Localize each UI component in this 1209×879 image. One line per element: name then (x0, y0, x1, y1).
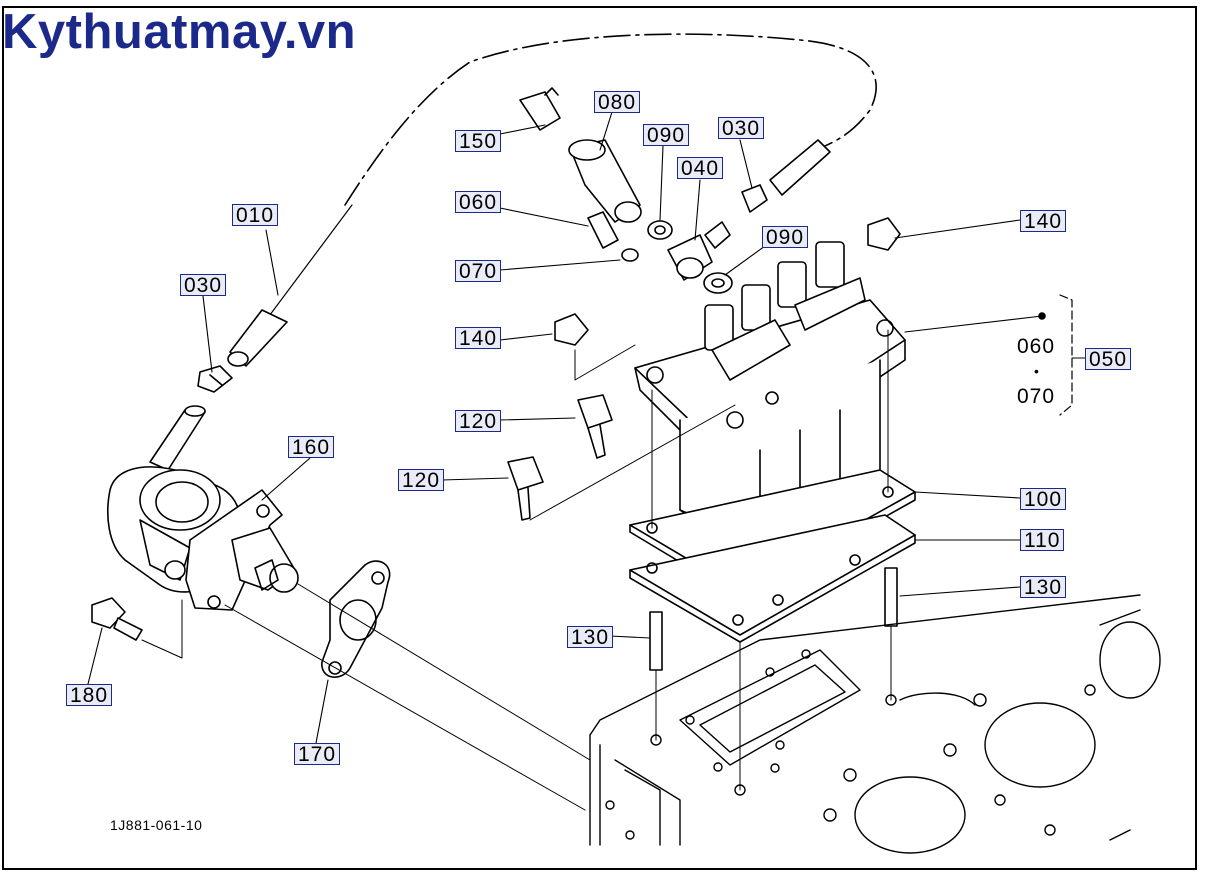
callout-040: 040 (677, 157, 724, 180)
hose-end (769, 139, 831, 196)
callout-170: 170 (294, 743, 341, 766)
washer-090-lower (703, 272, 733, 294)
hose-010 (227, 204, 353, 367)
kit-note-top: 060 (1017, 335, 1056, 358)
callout-030-left: 030 (180, 274, 227, 297)
clamp-030-right (741, 184, 768, 213)
callout-090-upper: 090 (643, 124, 690, 147)
bolt-120-lower (507, 404, 736, 521)
drawing-frame (2, 6, 1197, 870)
callout-080: 080 (594, 91, 641, 114)
callout-090-lower: 090 (762, 226, 809, 249)
washer-090-upper (647, 220, 673, 240)
hose-path-dashed (344, 33, 877, 206)
kit-note-bottom: 070 (1017, 385, 1056, 408)
callout-110: 110 (1020, 529, 1065, 552)
stud-130-right (884, 567, 898, 627)
callout-010: 010 (232, 204, 279, 227)
callout-070: 070 (455, 260, 502, 283)
brand-watermark: Kythuatmay.vn (2, 5, 357, 59)
banjo-bolt-150 (519, 87, 561, 131)
bolt-060 (587, 211, 619, 249)
callout-030-right: 030 (718, 117, 765, 140)
callout-140-right: 140 (1020, 210, 1067, 233)
callout-120-lower: 120 (398, 469, 445, 492)
stud-130-left (649, 611, 663, 671)
callout-160: 160 (288, 436, 335, 459)
leader-lines (87, 111, 1043, 744)
callout-120-upper: 120 (455, 410, 502, 433)
pump-inlet-nipple (149, 405, 206, 471)
callout-140-left: 140 (455, 327, 502, 350)
callout-150: 150 (455, 130, 502, 153)
callout-130-right: 130 (1020, 576, 1067, 599)
engine-block (589, 594, 1161, 854)
clamp-030-left (197, 365, 233, 393)
callout-050: 050 (1085, 348, 1132, 371)
kit-note-dot: • (1034, 363, 1040, 379)
bolt-180 (91, 597, 183, 659)
drawing-number: 1J881-061-10 (110, 817, 203, 833)
callout-130-left: 130 (567, 626, 614, 649)
washer-070 (621, 248, 639, 262)
callout-180: 180 (66, 684, 113, 707)
callout-100: 100 (1020, 488, 1067, 511)
banjo-080 (568, 139, 642, 223)
solenoid-160 (107, 466, 299, 611)
fitting-040 (667, 221, 731, 281)
callout-060: 060 (455, 191, 502, 214)
nut-140-left (554, 313, 589, 346)
bolt-120-upper (577, 394, 613, 459)
nut-140-right (867, 217, 901, 251)
